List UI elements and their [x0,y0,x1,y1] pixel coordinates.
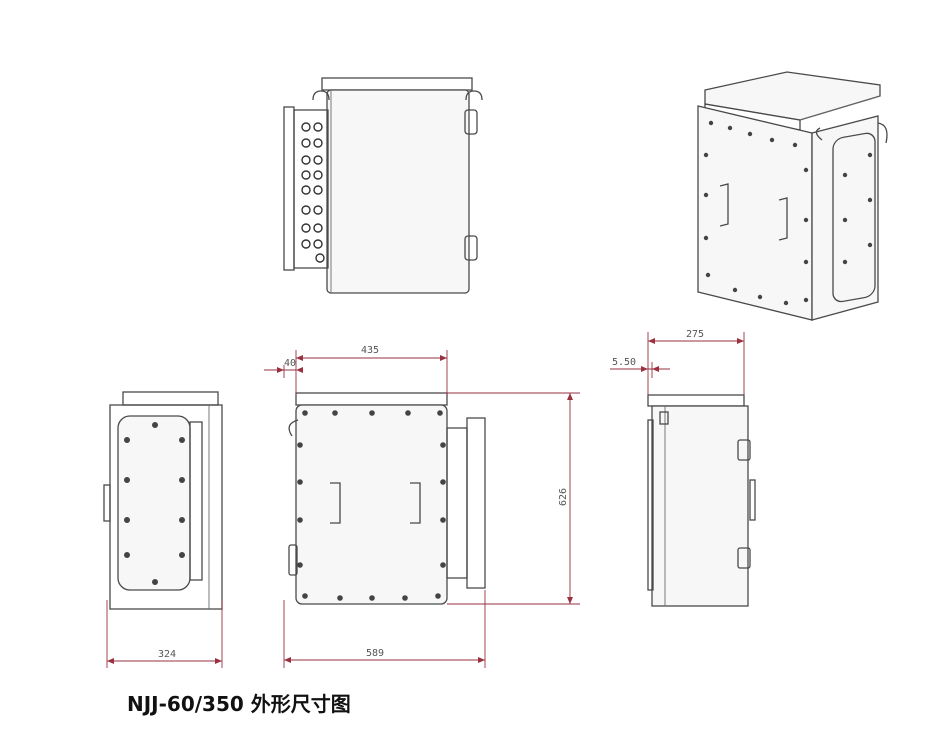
dimension-lines [106,332,745,668]
dim-front-offset: 40 [284,358,296,369]
dim-front-total-width: 589 [366,648,384,659]
dim-front-height: 626 [558,488,569,506]
top-view [283,77,483,294]
left-side-view [103,391,223,610]
dimension-labels: 435 40 626 589 275 5.50 324 [158,329,704,660]
cable-glands [301,122,325,263]
front-view [288,392,486,605]
dim-side-offset: 5.50 [612,357,636,368]
right-side-view [647,394,756,607]
isometric-view [697,71,888,321]
drawing-caption: NJJ-60/350 外形尺寸图 [127,692,351,716]
dim-side-depth: 275 [686,329,704,340]
dim-left-width: 324 [158,649,176,660]
dim-front-width: 435 [361,345,379,356]
